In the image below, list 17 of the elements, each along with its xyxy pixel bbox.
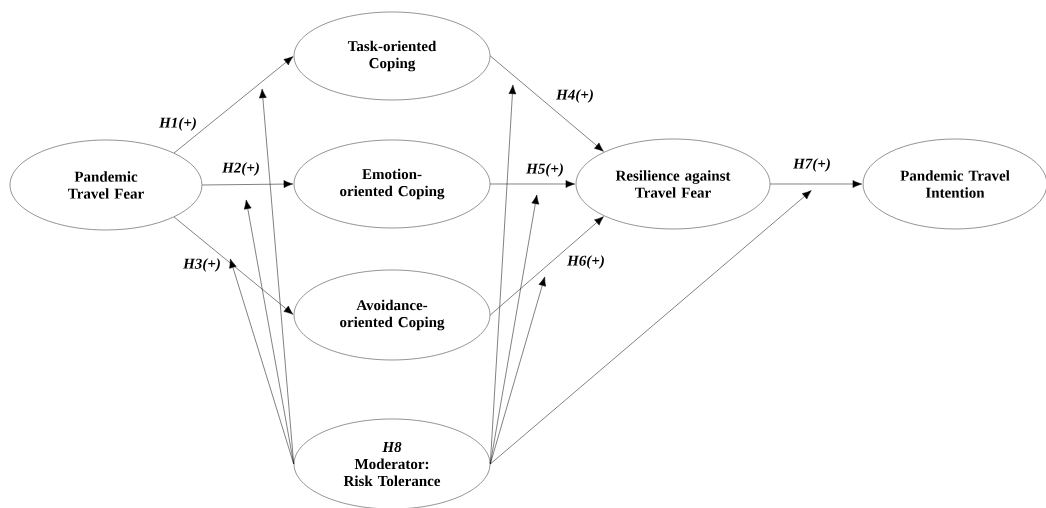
edge-label: H3(+): [182, 257, 222, 273]
arrow: [173, 216, 294, 315]
edge-label: H4(+): [555, 88, 595, 104]
arrow: [229, 258, 294, 465]
arrow: [202, 180, 293, 188]
arrow: [490, 180, 575, 188]
edge-label: H1(+): [158, 116, 198, 132]
arrow: [490, 276, 546, 465]
edge-label: H5(+): [525, 162, 565, 178]
edge-label: H2(+): [221, 161, 261, 177]
edge-label: H6(+): [566, 254, 606, 270]
arrow: [490, 55, 604, 152]
arrow: [770, 180, 862, 188]
edge-label: H7(+): [792, 157, 832, 173]
arrow: [173, 56, 294, 154]
arrow: [490, 190, 812, 465]
arrow: [490, 216, 604, 316]
